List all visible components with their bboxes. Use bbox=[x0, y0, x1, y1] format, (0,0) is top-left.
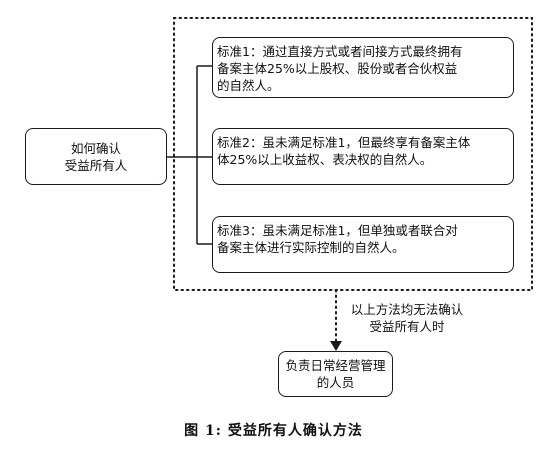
figure-caption: 图 1: 受益所有人确认方法 bbox=[184, 423, 363, 439]
fallback-arrow-head bbox=[330, 341, 342, 351]
criterion-3-text: 标准3：虽未满足标准1，但单独或者联合对 备案主体进行实际控制的自然人。 bbox=[217, 223, 458, 255]
fallback-edge-label: 以上方法均无法确认 受益所有人时 bbox=[350, 302, 464, 334]
fallback-node: 负责日常经营管理 的人员 bbox=[278, 351, 393, 397]
criterion-2-text: 标准2：虽未满足标准1，但最终享有备案主体 体25%以上收益权、表决权的自然人。 bbox=[217, 135, 471, 167]
criteria-group-boundary bbox=[173, 17, 533, 291]
criterion-box-3: 标准3：虽未满足标准1，但单独或者联合对 备案主体进行实际控制的自然人。 bbox=[212, 216, 514, 273]
criterion-box-2: 标准2：虽未满足标准1，但最终享有备案主体 体25%以上收益权、表决权的自然人。 bbox=[212, 128, 514, 185]
criterion-1-text: 标准1：通过直接方式或者间接方式最终拥有 备案主体25%以上股权、股份或者合伙权… bbox=[217, 44, 463, 93]
tree-connectors bbox=[167, 65, 212, 245]
root-node: 如何确认 受益所有人 bbox=[25, 128, 167, 185]
root-node-text: 如何确认 受益所有人 bbox=[64, 140, 128, 173]
criterion-box-1: 标准1：通过直接方式或者间接方式最终拥有 备案主体25%以上股权、股份或者合伙权… bbox=[212, 37, 514, 98]
fallback-node-text: 负责日常经营管理 的人员 bbox=[285, 358, 386, 390]
